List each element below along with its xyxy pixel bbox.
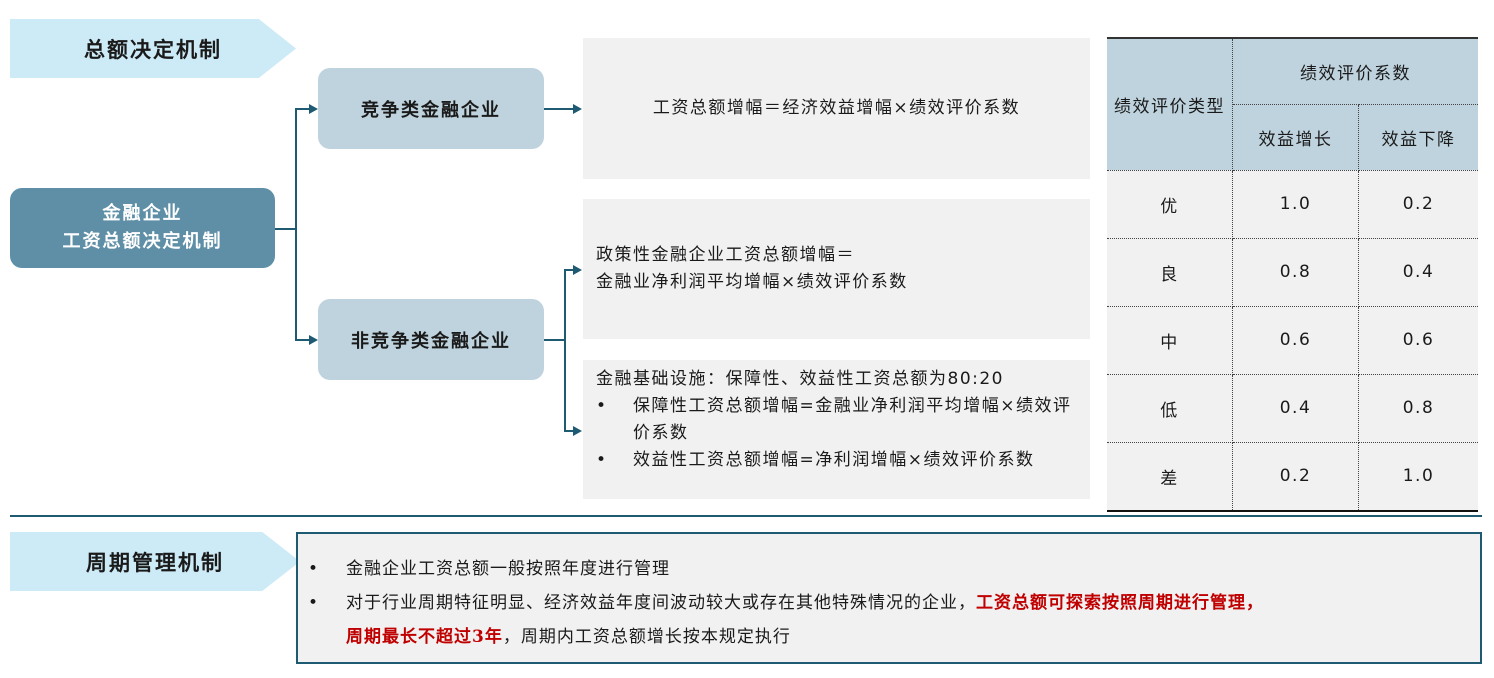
infra-bullet: • 保障性工资总额增幅=金融业净利润平均增幅×绩效评价系数 (596, 393, 1072, 447)
connector (275, 228, 296, 230)
header-text: 绩效评价类型 (1114, 96, 1225, 117)
cell-decline: 1.0 (1358, 441, 1478, 511)
connector (295, 108, 297, 340)
connector (564, 269, 574, 271)
header-text: 效益增长 (1258, 129, 1333, 150)
cell-decline: 0.8 (1358, 373, 1478, 443)
text-highlight: 工资总额可探索按照周期进行管理， (976, 593, 1264, 613)
infra-bullet-text: 效益性工资总额增幅=净利润增幅×绩效评价系数 (633, 450, 1035, 470)
bullet-icon: • (308, 593, 320, 613)
formula-line1: 政策性金融企业工资总额增幅＝ (596, 245, 855, 265)
panel-competitive-formula: 工资总额增幅＝经济效益增幅×绩效评价系数 (583, 38, 1090, 179)
connector (564, 430, 574, 432)
cell-grade: 良 (1107, 237, 1233, 307)
cycle-bullet: • 对于行业周期特征明显、经济效益年度间波动较大或存在其他特殊情况的企业，工资总… (308, 586, 1470, 654)
header-coef: 绩效评价系数 (1232, 37, 1478, 105)
bullet-icon: • (596, 396, 608, 416)
cell-grade: 差 (1107, 441, 1233, 511)
bullet-icon: • (596, 450, 608, 470)
header-decline: 效益下降 (1358, 103, 1478, 171)
header-text: 绩效评价系数 (1300, 63, 1411, 84)
section-label-total: 总额决定机制 (10, 19, 296, 78)
section-label-text: 总额决定机制 (84, 36, 222, 62)
text-normal: ，周期内工资总额增长按本规定执行 (502, 627, 791, 647)
root-node: 金融企业 工资总额决定机制 (10, 188, 275, 268)
formula-text: 工资总额增幅＝经济效益增幅×绩效评价系数 (652, 98, 1021, 118)
root-line1: 金融企业 (102, 203, 183, 224)
infra-bullet-text: 保障性工资总额增幅=金融业净利润平均增幅×绩效评价系数 (633, 396, 1072, 443)
bullet-icon: • (308, 559, 320, 579)
arrow-icon (309, 104, 318, 114)
cell-growth: 1.0 (1232, 169, 1359, 239)
root-line2: 工资总额决定机制 (62, 231, 223, 252)
panel-policy-formula: 政策性金融企业工资总额增幅＝ 金融业净利润平均增幅×绩效评价系数 (583, 199, 1090, 339)
connector (295, 108, 311, 110)
header-type: 绩效评价类型 (1107, 37, 1233, 171)
panel-cycle-management: • 金融企业工资总额一般按照年度进行管理 • 对于行业周期特征明显、经济效益年度间… (296, 532, 1482, 664)
formula-line2: 金融业净利润平均增幅×绩效评价系数 (596, 272, 908, 292)
text-highlight: 周期最长不超过3年 (346, 627, 503, 647)
connector (295, 339, 311, 341)
cell-decline: 0.4 (1358, 237, 1478, 307)
arrow-icon (573, 104, 582, 114)
infra-title: 金融基础设施：保障性、效益性工资总额为80:20 (596, 369, 1004, 389)
cell-growth: 0.2 (1232, 441, 1359, 511)
text-normal: 对于行业周期特征明显、经济效益年度间波动较大或存在其他特殊情况的企业， (346, 593, 976, 613)
cycle-bullet-text: 金融企业工资总额一般按照年度进行管理 (346, 559, 670, 579)
cell-decline: 0.2 (1358, 169, 1478, 239)
section-label-cycle: 周期管理机制 (10, 532, 300, 591)
cell-decline: 0.6 (1358, 305, 1478, 375)
cell-grade: 优 (1107, 169, 1233, 239)
panel-infrastructure: 金融基础设施：保障性、效益性工资总额为80:20 • 保障性工资总额增幅=金融业净… (583, 360, 1090, 499)
infra-bullet: • 效益性工资总额增幅=净利润增幅×绩效评价系数 (596, 447, 1072, 474)
connector (544, 108, 574, 110)
arrow-icon (573, 265, 582, 275)
cell-growth: 0.8 (1232, 237, 1359, 307)
header-growth: 效益增长 (1232, 103, 1359, 171)
cell-growth: 0.6 (1232, 305, 1359, 375)
cycle-bullet-text: 对于行业周期特征明显、经济效益年度间波动较大或存在其他特殊情况的企业，工资总额可… (346, 586, 1264, 654)
branch-noncompetitive: 非竞争类金融企业 (318, 299, 544, 380)
cell-grade: 低 (1107, 373, 1233, 443)
cell-growth: 0.4 (1232, 373, 1359, 443)
branch-label: 竞争类金融企业 (361, 99, 501, 121)
branch-competitive: 竞争类金融企业 (318, 68, 544, 149)
section-divider (10, 515, 1482, 517)
section-label-text: 周期管理机制 (86, 549, 224, 575)
branch-label: 非竞争类金融企业 (351, 330, 511, 352)
connector (564, 269, 566, 431)
cycle-bullet: • 金融企业工资总额一般按照年度进行管理 (308, 552, 1470, 586)
arrow-icon (573, 426, 582, 436)
arrow-icon (309, 335, 318, 345)
header-text: 效益下降 (1381, 129, 1456, 150)
cell-grade: 中 (1107, 305, 1233, 375)
connector (544, 339, 565, 341)
